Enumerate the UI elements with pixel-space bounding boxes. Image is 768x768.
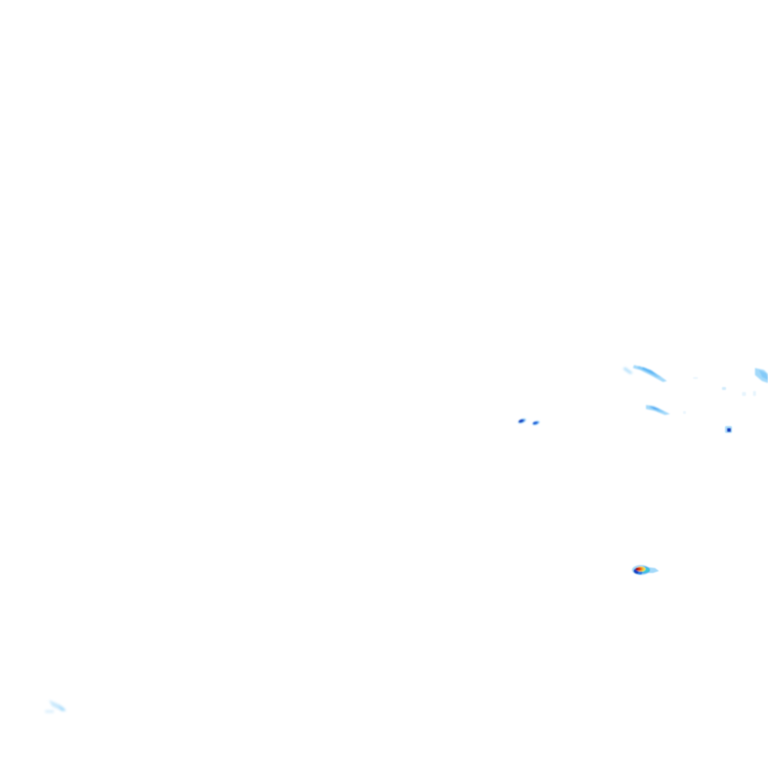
basemap-canvas[interactable] [0,0,768,768]
radar-map[interactable]: base-reflectivity nws-reflectivity-rainb… [0,0,768,768]
